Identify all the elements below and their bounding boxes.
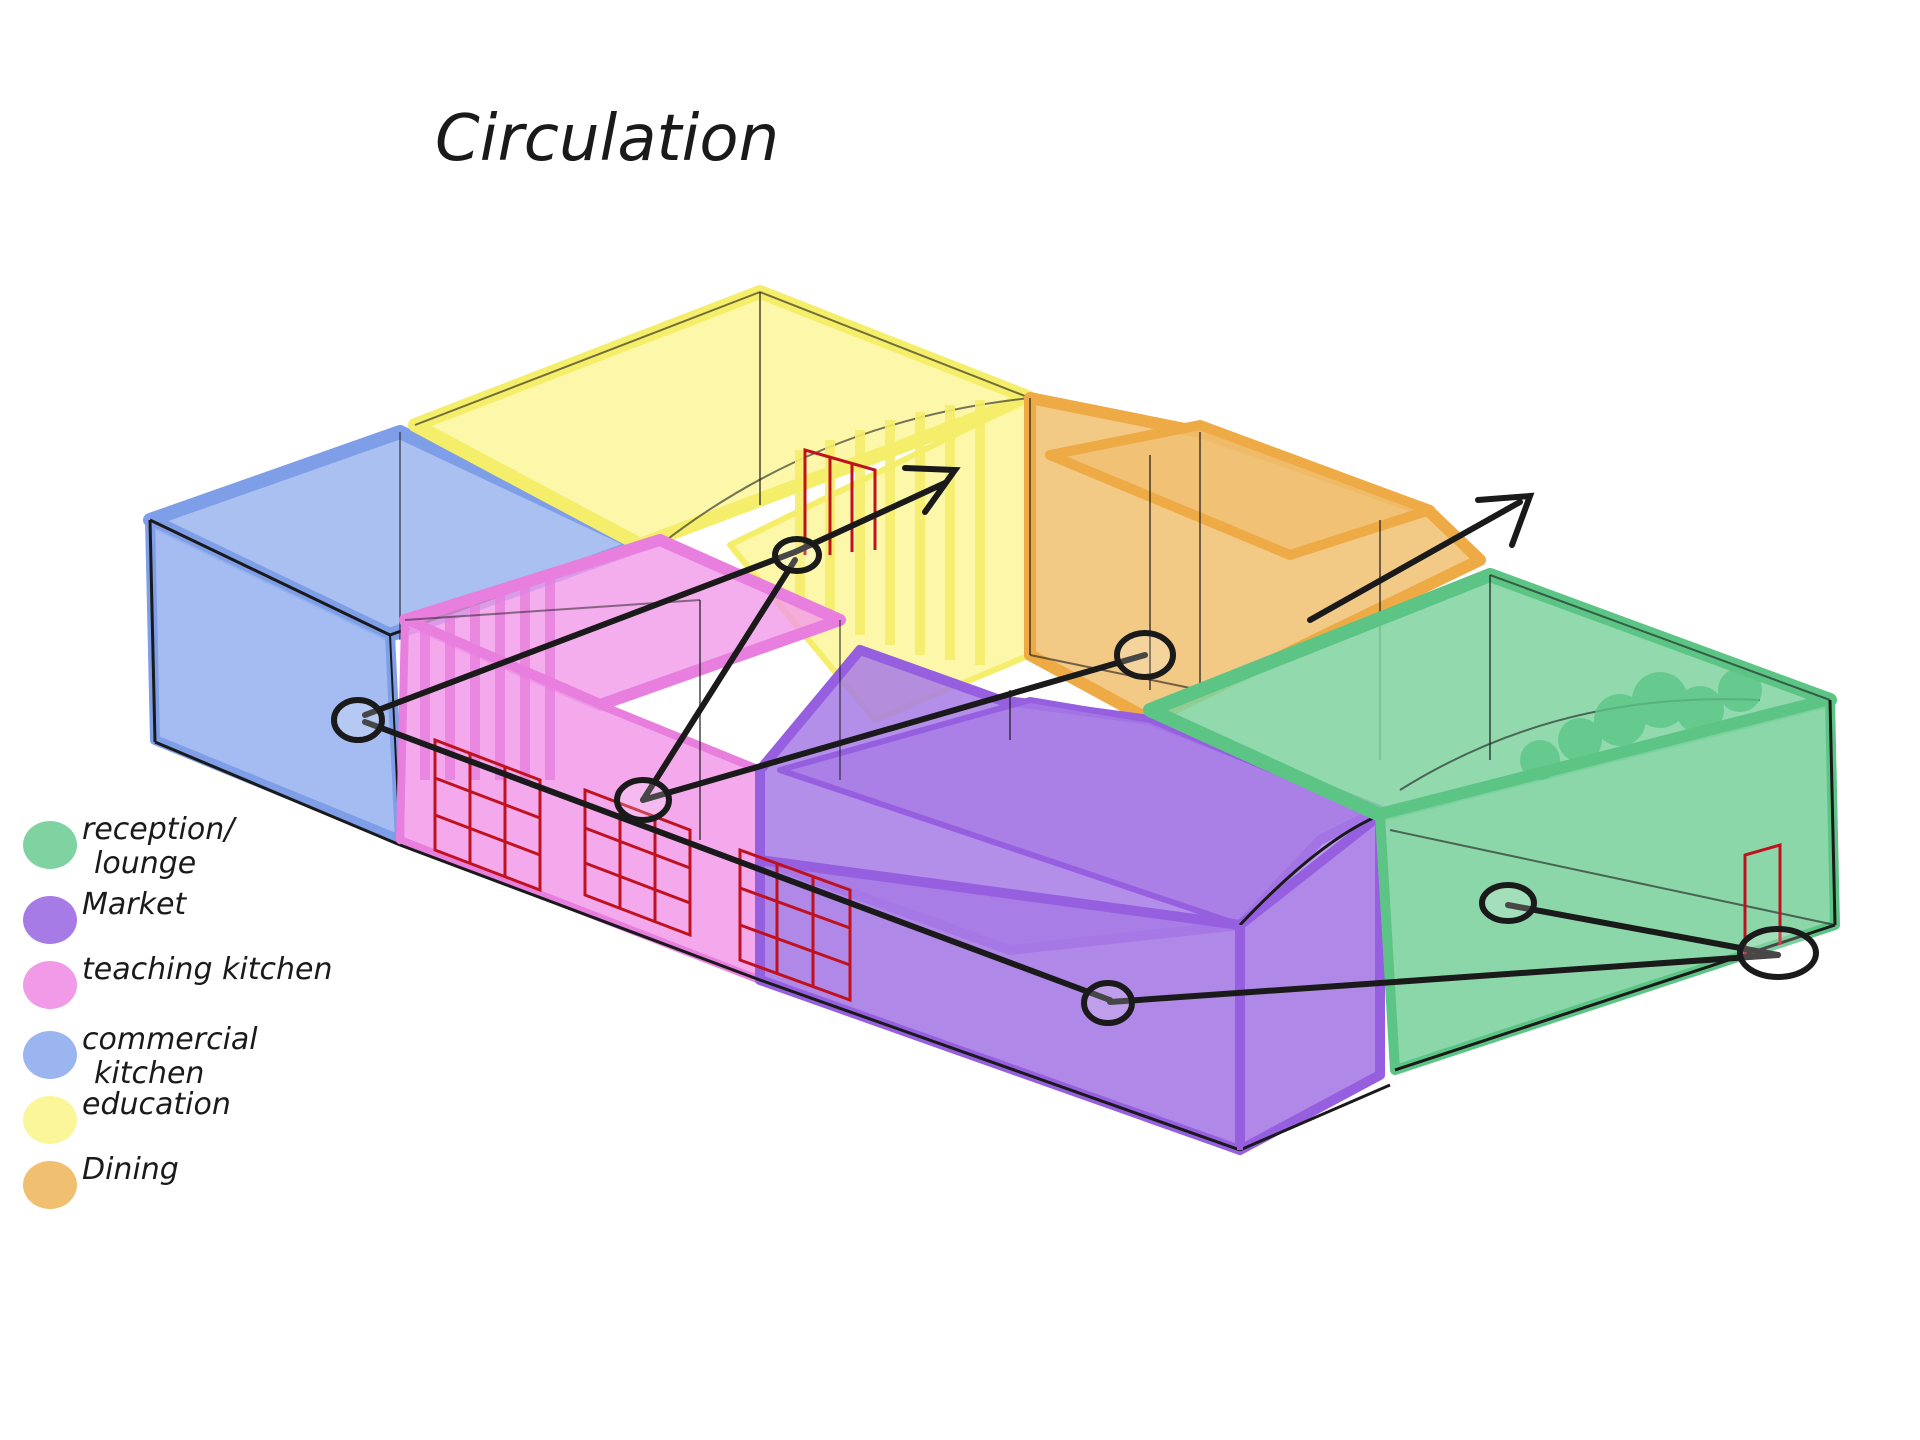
legend-label-education: education (82, 1087, 231, 1122)
node-reception-door (1737, 926, 1819, 980)
education-wall-stripes (795, 400, 985, 665)
arrow-head-dining-exit (1475, 492, 1535, 548)
path-commercial-to-education (362, 549, 798, 718)
building-massing (143, 285, 1840, 1155)
legend-label-reception-line1: reception/ (82, 812, 237, 847)
legend-swatch-market (23, 896, 77, 944)
zone-education (408, 285, 1037, 723)
legend-swatch-dining (23, 1161, 77, 1209)
path-commercial-to-market (362, 719, 1113, 1003)
legend-label-reception-line2: lounge (94, 846, 196, 881)
path-education-exit (792, 480, 948, 555)
node-dining (1114, 630, 1176, 680)
circulation-paths (331, 465, 1819, 1026)
node-reception (1479, 882, 1537, 924)
node-commercial-kitchen (331, 697, 385, 743)
path-reception-to-door (1505, 902, 1781, 958)
window-grid-3 (738, 847, 852, 1003)
legend-swatch-teaching-kitchen (23, 961, 77, 1009)
openings (433, 448, 1782, 1003)
legend-swatch-commercial-kitchen (23, 1031, 77, 1079)
path-dining-exit (1307, 499, 1523, 623)
legend-label-commercial-kitchen-line2: kitchen (94, 1056, 204, 1091)
legend-label-commercial-kitchen-line1: commercial (82, 1022, 258, 1057)
diagram-title: Circulation (435, 102, 779, 176)
building-outline (399, 574, 1831, 982)
legend-label-dining: Dining (82, 1152, 179, 1187)
arrow-head-education-exit (902, 465, 961, 515)
legend-label-market: Market (82, 887, 187, 922)
node-teaching-kitchen (614, 777, 672, 823)
dining-upper-roof (1045, 420, 1435, 560)
path-market-to-reception-door (1107, 952, 1781, 1005)
reception-clouds (1520, 668, 1762, 780)
window-grid-1 (433, 737, 542, 893)
zone-dining (1024, 392, 1486, 760)
node-education (772, 536, 822, 574)
node-market (1081, 980, 1135, 1026)
zone-market (755, 620, 1391, 1155)
path-teaching-to-dining (640, 652, 1148, 803)
legend-swatch-education (23, 1096, 77, 1144)
legend-label-teaching-kitchen: teaching kitchen (82, 952, 333, 987)
door-reception (1743, 843, 1782, 955)
path-teaching-to-education (640, 557, 798, 803)
legend-swatch-reception (23, 821, 77, 869)
